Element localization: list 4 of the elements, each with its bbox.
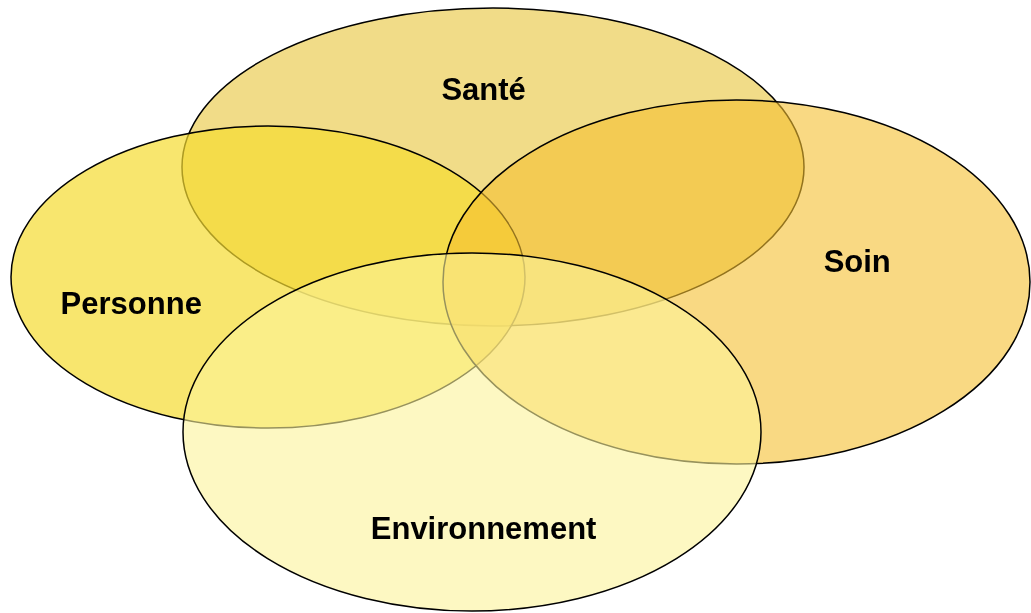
set-label: Soin bbox=[823, 243, 891, 280]
set-label: Santé bbox=[441, 72, 526, 109]
set-label: Environnement bbox=[370, 511, 597, 548]
set-label: Personne bbox=[60, 286, 202, 323]
